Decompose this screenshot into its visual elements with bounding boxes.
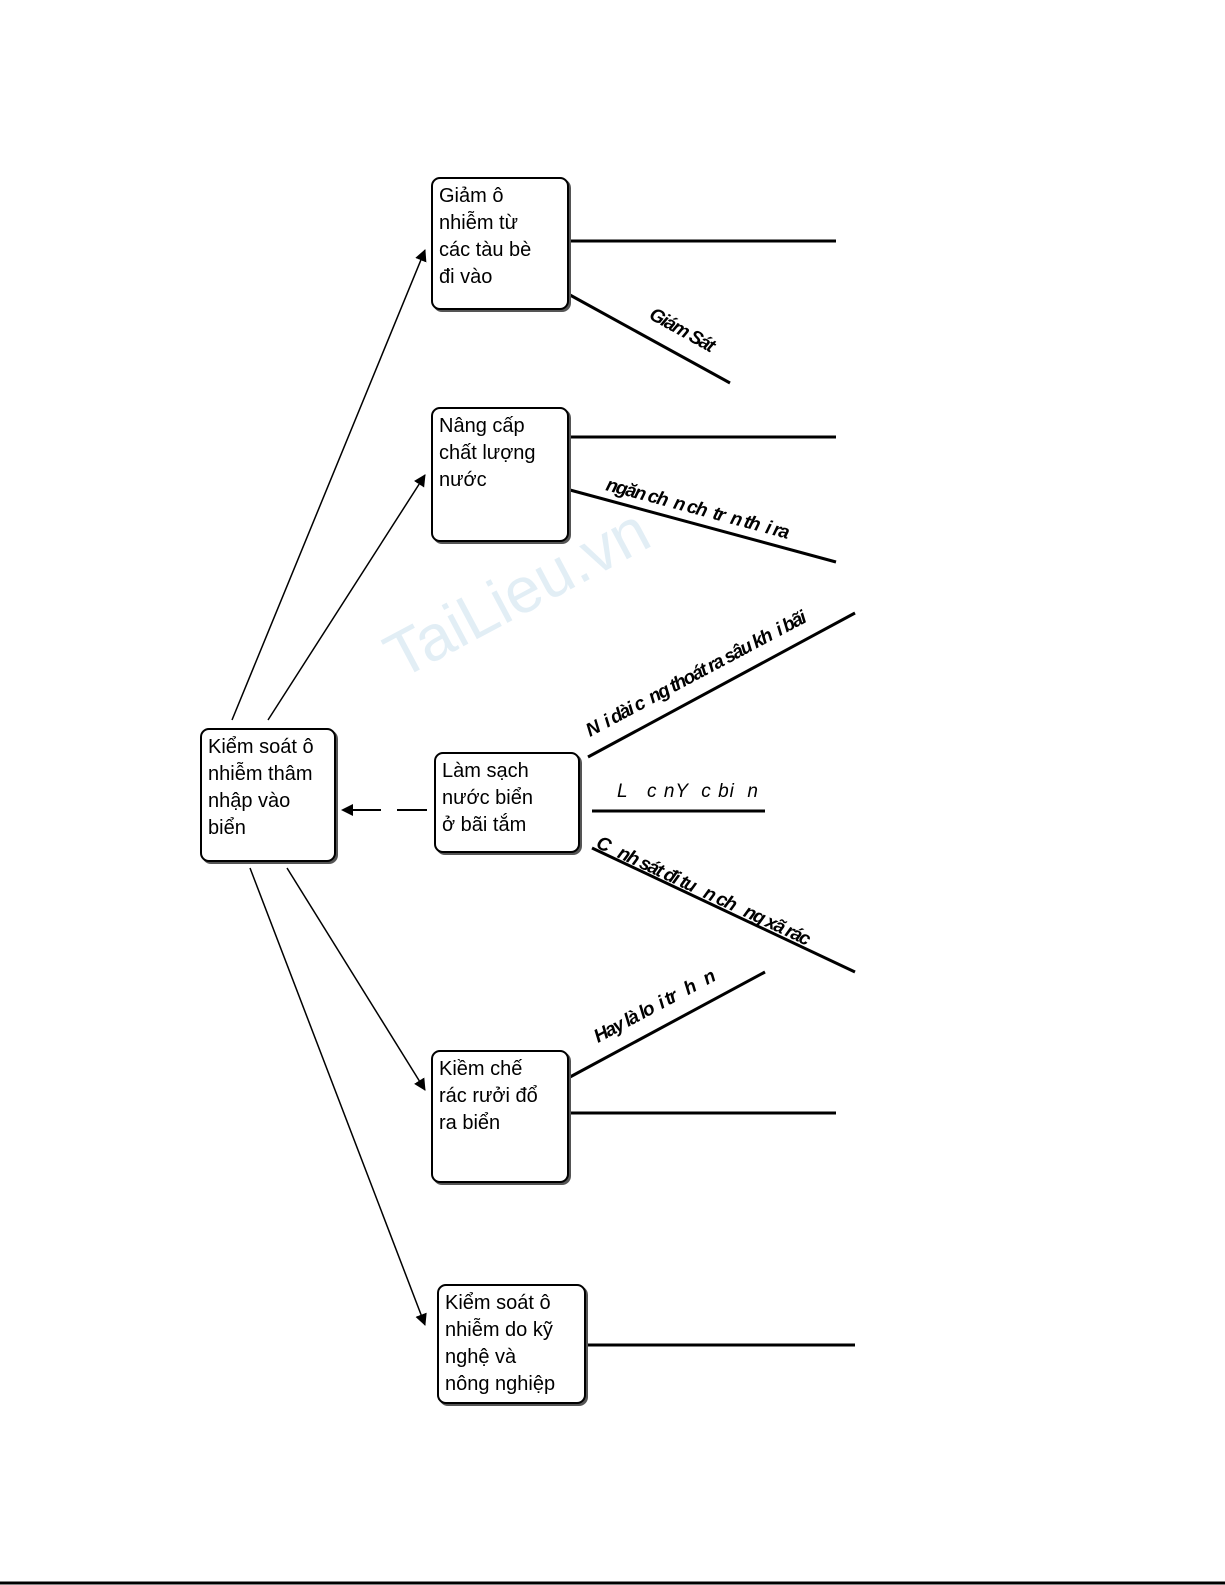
label-canh-sat: C nh sát đi tu n ch ng xã rác (593, 832, 814, 950)
arrow-to-box-1 (231, 249, 427, 721)
arrow-to-box-4 (286, 867, 426, 1091)
branch-line (591, 846, 856, 974)
node-limit-dumping: Kiềm chế rác rưởi đổ ra biển (431, 1050, 569, 1183)
label-giam-sat: Giám Sát (646, 304, 720, 358)
branch-line (587, 611, 856, 759)
central-node: Kiểm soát ô nhiễm thâm nhập vào biển (200, 728, 336, 862)
branch-line (569, 970, 766, 1079)
node-reduce-ship-pollution: Giảm ô nhiễm từ các tàu bè đi vào (431, 177, 569, 310)
branch-line (569, 293, 731, 385)
label-noi-dai: N i dài c ng thoát ra sâu kh i bãi (582, 607, 810, 742)
arrow-to-box-5 (249, 867, 427, 1326)
node-water-quality: Nâng cấp chất lượng nước (431, 407, 569, 542)
label-loc-nuoc: L c nY c bi n (617, 781, 759, 802)
node-industry-agriculture: Kiểm soát ô nhiễm do kỹ nghệ và nông ngh… (437, 1284, 586, 1404)
node-clean-beach-water: Làm sạch nước biển ở bãi tắm (434, 752, 580, 853)
branch-line (569, 488, 837, 564)
arrow-to-box-2 (267, 474, 426, 721)
